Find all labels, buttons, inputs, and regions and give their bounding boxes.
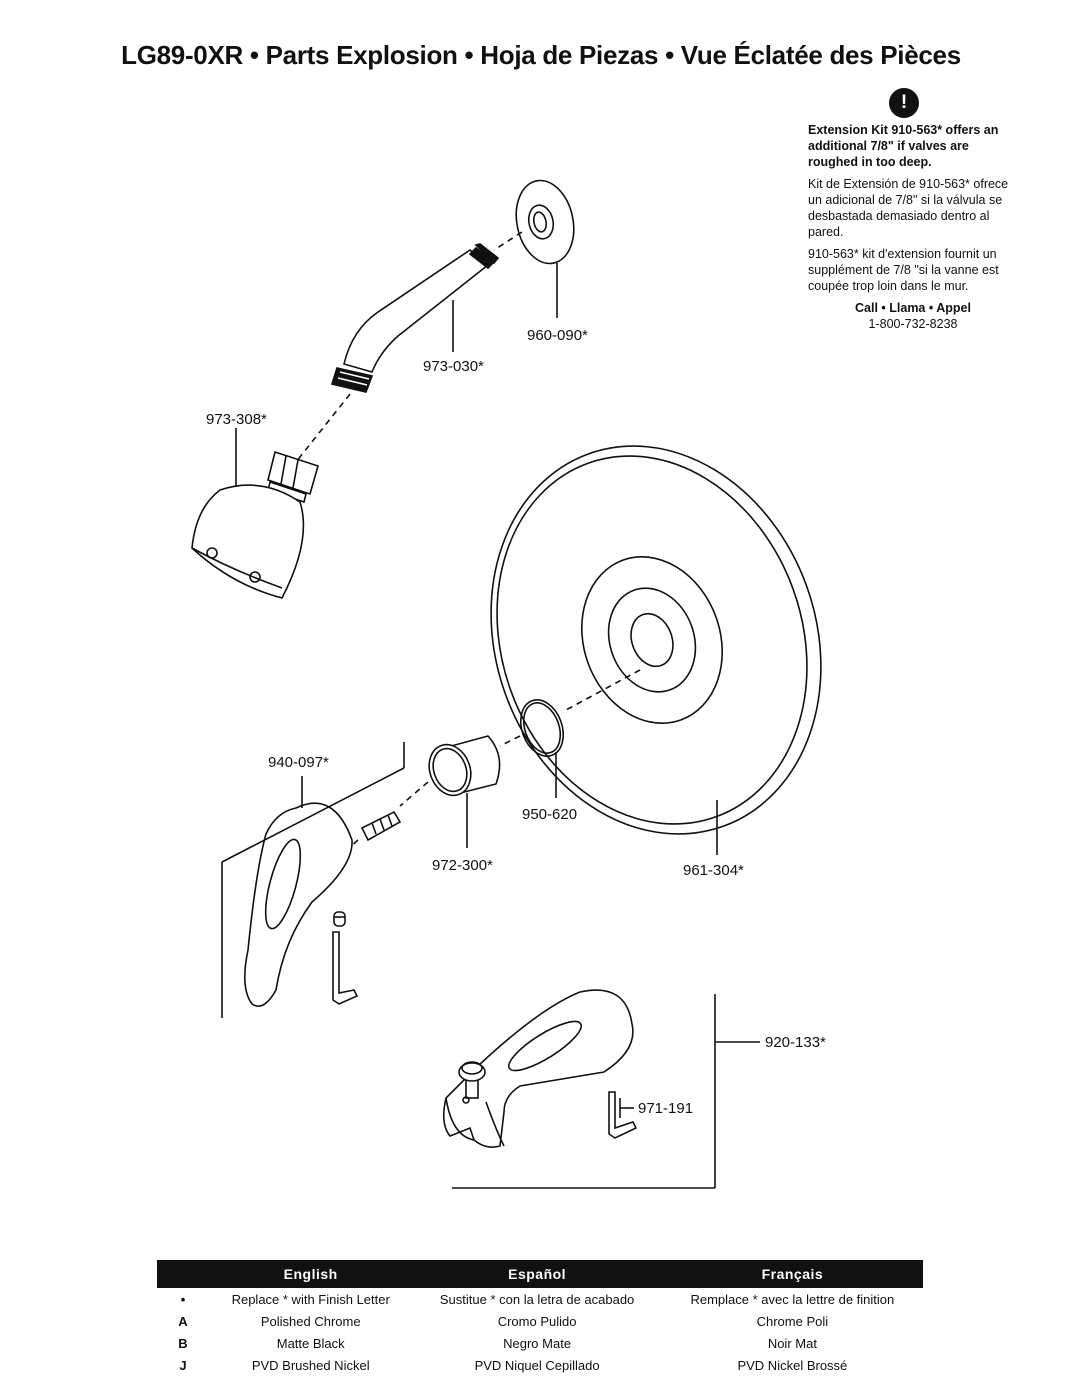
part-label-971-191: 971-191 bbox=[638, 1100, 693, 1117]
finish-code: • bbox=[180, 1291, 186, 1307]
finish-english: Matte Black bbox=[276, 1335, 345, 1351]
parts-explosion-diagram: 960-090* 973-030* 973-308* 940-097* 950-… bbox=[191, 179, 826, 1189]
finish-spanish: Cromo Pulido bbox=[497, 1313, 577, 1329]
o-ring-shape bbox=[519, 699, 565, 757]
part-label-950-620: 950-620 bbox=[522, 806, 577, 823]
finish-header-french: Français bbox=[661, 1260, 923, 1288]
finish-spanish: Sustitue * con la letra de acabado bbox=[439, 1291, 635, 1307]
part-label-920-133: 920-133* bbox=[765, 1034, 826, 1051]
finish-french: PVD Nickel Brossé bbox=[737, 1357, 848, 1373]
note-call: Call • Llama • Appel bbox=[855, 301, 971, 315]
finish-french: Remplace * avec la lettre de finition bbox=[690, 1291, 895, 1307]
note-french: 910-563* kit d'extension fournit un supp… bbox=[808, 247, 999, 293]
part-label-972-300: 972-300* bbox=[432, 857, 493, 874]
part-labels: 960-090* 973-030* 973-308* 940-097* 950-… bbox=[206, 327, 826, 1117]
note-spanish: Kit de Extensión de 910-563* ofrece un a… bbox=[808, 177, 1009, 239]
sleeve-shape bbox=[428, 735, 501, 797]
finish-french: Chrome Poli bbox=[756, 1313, 829, 1329]
shower-flange-shape bbox=[515, 179, 575, 265]
table-row: • Replace * with Finish Letter Sustitue … bbox=[157, 1288, 923, 1310]
part-label-961-304: 961-304* bbox=[683, 862, 744, 879]
finish-spanish: Negro Mate bbox=[503, 1335, 572, 1351]
shower-head-shape bbox=[191, 450, 319, 599]
finish-table-header: English Español Français bbox=[157, 1260, 923, 1288]
adapter-stem-shape bbox=[360, 810, 402, 842]
finish-header-code bbox=[157, 1260, 209, 1288]
escutcheon-shape bbox=[490, 445, 822, 835]
note-phone: 1-800-732-8238 bbox=[868, 317, 958, 331]
page-title: LG89-0XR • Parts Explosion • Hoja de Pie… bbox=[121, 40, 961, 70]
finish-code: A bbox=[178, 1313, 188, 1329]
finish-code: B bbox=[178, 1335, 188, 1351]
part-label-973-308: 973-308* bbox=[206, 411, 267, 428]
exclamation-icon: ! bbox=[889, 88, 919, 118]
note-english: Extension Kit 910-563* offers an additio… bbox=[808, 123, 999, 169]
part-label-940-097: 940-097* bbox=[268, 754, 329, 771]
spout-hex-wrench-shape bbox=[608, 1091, 638, 1139]
handle-shape bbox=[244, 802, 353, 1007]
table-row: J PVD Brushed Nickel PVD Niquel Cepillad… bbox=[157, 1354, 923, 1376]
handle-hex-wrench-shape bbox=[332, 931, 359, 1005]
table-row: B Matte Black Negro Mate Noir Mat bbox=[157, 1332, 923, 1354]
finish-french: Noir Mat bbox=[767, 1335, 817, 1351]
finish-header-spanish: Español bbox=[412, 1260, 662, 1288]
part-label-973-030: 973-030* bbox=[423, 358, 484, 375]
finish-english: PVD Brushed Nickel bbox=[251, 1357, 370, 1373]
finish-table: English Español Français • Replace * wit… bbox=[157, 1260, 923, 1376]
finish-header-english: English bbox=[209, 1260, 413, 1288]
diverter-knob-shape bbox=[458, 1061, 486, 1104]
shower-arm-shape bbox=[330, 243, 500, 393]
table-row: A Polished Chrome Cromo Pulido Chrome Po… bbox=[157, 1310, 923, 1332]
tub-spout-shape bbox=[442, 989, 634, 1148]
finish-code: J bbox=[179, 1357, 187, 1373]
finish-spanish: PVD Niquel Cepillado bbox=[474, 1357, 600, 1373]
finish-english: Polished Chrome bbox=[260, 1313, 361, 1329]
finish-english: Replace * with Finish Letter bbox=[231, 1291, 390, 1307]
set-screw-shape bbox=[333, 911, 346, 927]
part-label-960-090: 960-090* bbox=[527, 327, 588, 344]
extension-kit-note: Extension Kit 910-563* offers an additio… bbox=[808, 122, 1018, 332]
